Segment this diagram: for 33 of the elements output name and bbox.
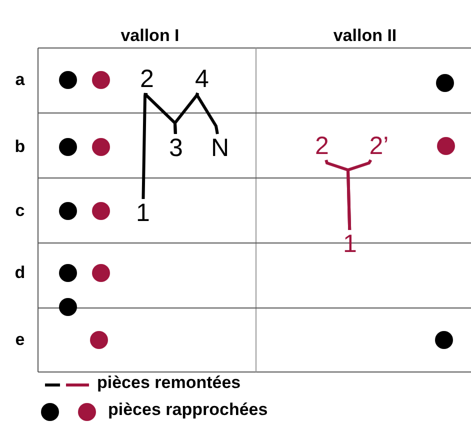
row-label: e	[15, 330, 25, 349]
piece-dot	[59, 71, 77, 89]
piece-dot	[92, 264, 110, 282]
row-label: d	[14, 263, 26, 282]
legend-text: pièces remontées	[97, 373, 241, 393]
piece-dot	[92, 202, 110, 220]
refit-line	[142, 92, 147, 200]
piece-dot	[90, 331, 108, 349]
refit-line	[346, 159, 372, 230]
piece-number: 4	[188, 65, 216, 93]
legend-text: pièces rapprochées	[108, 400, 268, 420]
refit-line	[173, 92, 200, 134]
column-header: vallon I	[120, 26, 180, 45]
piece-dot	[437, 137, 455, 155]
piece-number: N	[206, 134, 234, 162]
piece-dot	[435, 331, 453, 349]
piece-dot	[92, 138, 110, 156]
column-header: vallon II	[333, 26, 397, 45]
piece-dot	[59, 264, 77, 282]
row-label: a	[15, 70, 25, 89]
piece-dot	[436, 74, 454, 92]
piece-number: 1	[129, 199, 157, 227]
piece-number: 3	[162, 134, 190, 162]
refit-line	[195, 92, 219, 134]
piece-dot	[59, 298, 77, 316]
row-label: c	[15, 201, 25, 220]
piece-dot	[59, 138, 77, 156]
piece-number: 2	[308, 132, 336, 160]
piece-dot	[92, 71, 110, 89]
row-label: b	[14, 137, 26, 156]
piece-number: 2’	[365, 132, 393, 160]
piece-dot	[59, 202, 77, 220]
piece-number: 2	[133, 65, 161, 93]
